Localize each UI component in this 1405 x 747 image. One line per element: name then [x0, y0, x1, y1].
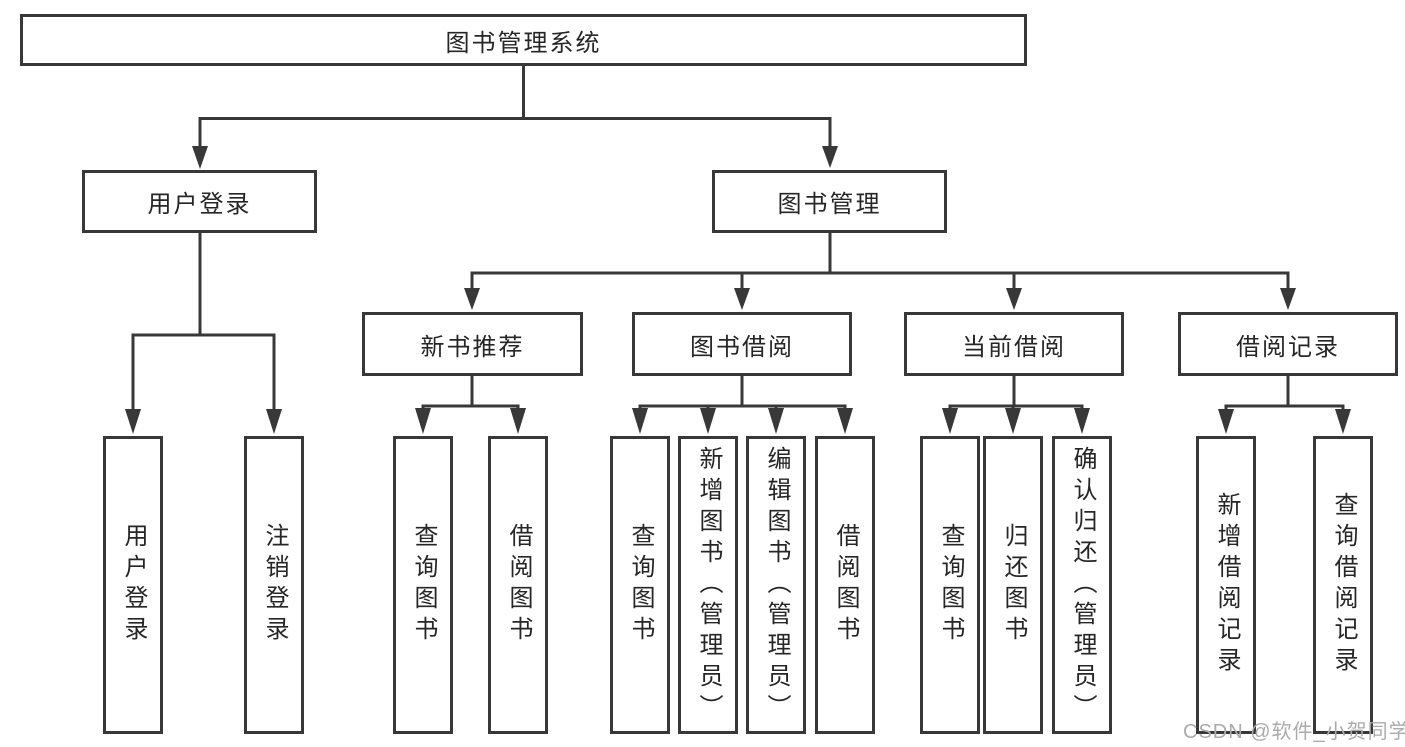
leaf-borrow-books-1: 借阅图书 — [488, 436, 548, 734]
node-borrow-records: 借阅记录 — [1178, 312, 1398, 376]
leaf-edit-books-admin: 编辑图书（管理员） — [746, 436, 806, 734]
connector-root-to-level2 — [192, 66, 838, 169]
node-user-login: 用户登录 — [82, 170, 317, 233]
connector-borrow-records-children — [1218, 376, 1351, 434]
connector-book-mgmt-children — [464, 233, 1296, 310]
leaf-confirm-return-admin: 确认归还（管理员） — [1052, 436, 1112, 734]
watermark: CSDN @软件_小贺同学 — [1183, 721, 1405, 743]
leaf-logout: 注销登录 — [244, 436, 304, 734]
node-book-mgmt: 图书管理 — [712, 170, 947, 233]
leaf-query-books-1: 查询图书 — [393, 436, 453, 734]
leaf-borrow-books-2: 借阅图书 — [815, 436, 875, 734]
leaf-return-books: 归还图书 — [983, 436, 1043, 734]
connector-user-login-children — [125, 233, 282, 434]
node-current-borrow: 当前借阅 — [904, 312, 1124, 376]
connector-book-borrow-children — [632, 376, 853, 434]
node-book-borrow: 图书借阅 — [632, 312, 852, 376]
connector-current-borrow-children — [942, 376, 1090, 434]
connector-new-books-children — [415, 376, 526, 434]
leaf-query-borrow-record: 查询借阅记录 — [1313, 436, 1373, 734]
leaf-query-books-3: 查询图书 — [920, 436, 980, 734]
leaf-query-books-2: 查询图书 — [610, 436, 670, 734]
leaf-user-login: 用户登录 — [103, 436, 163, 734]
leaf-add-books-admin: 新增图书（管理员） — [678, 436, 738, 734]
node-root: 图书管理系统 — [20, 14, 1027, 66]
node-new-books: 新书推荐 — [362, 312, 583, 376]
leaf-add-borrow-record: 新增借阅记录 — [1196, 436, 1256, 734]
